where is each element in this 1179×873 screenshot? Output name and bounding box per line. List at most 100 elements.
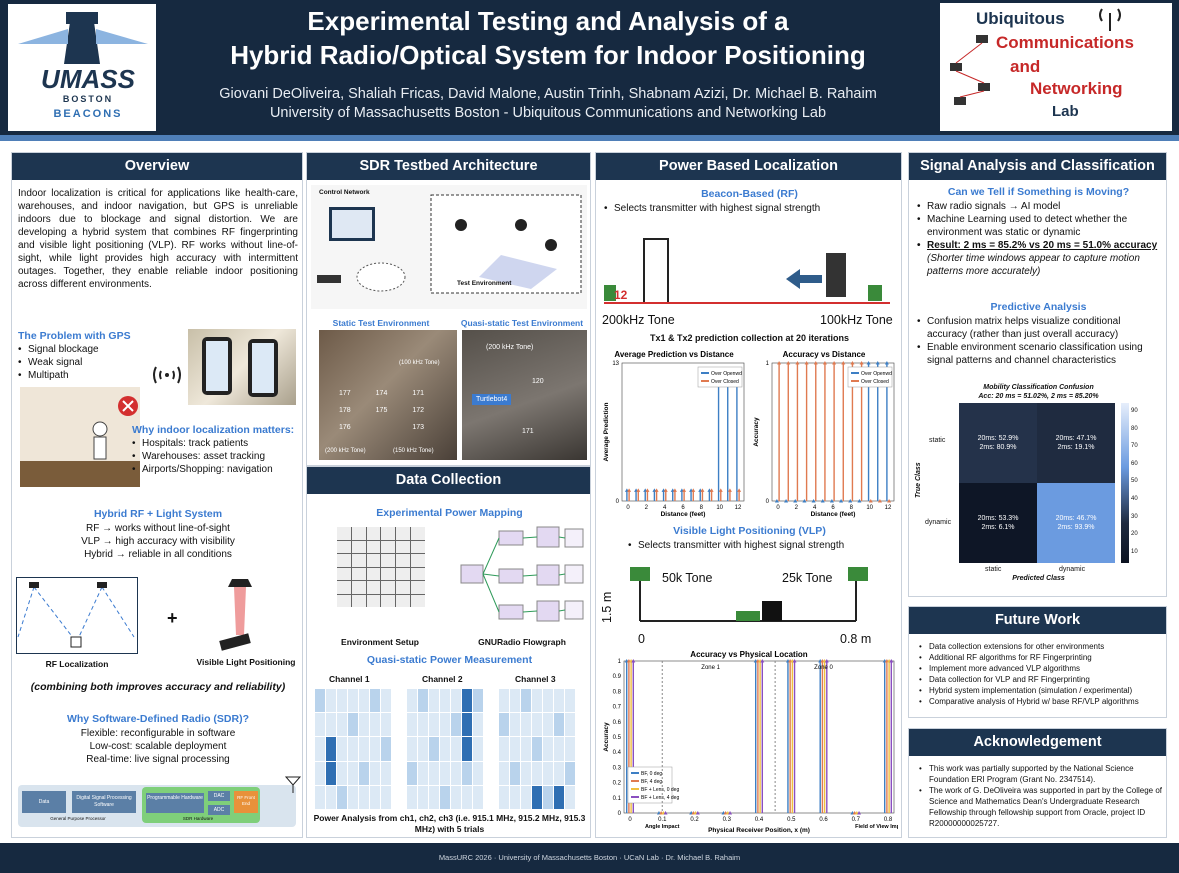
heatmap-cell xyxy=(348,737,358,761)
chart-title: Accuracy vs Physical Location xyxy=(690,650,808,659)
heatmap-cell xyxy=(370,713,380,737)
ucan-lab-logo: Ubiquitous Communications and Networking… xyxy=(940,3,1172,131)
heatmap-cell xyxy=(440,761,450,785)
heatmap-cell xyxy=(554,713,564,737)
x-tick-label: 0.7 xyxy=(852,817,861,823)
legend-label: BF, 4 deg xyxy=(641,779,662,785)
heatmap-cell xyxy=(473,713,483,737)
bar-marker xyxy=(824,659,829,663)
heatmap-cell xyxy=(462,689,472,713)
heatmap-cell xyxy=(429,737,439,761)
confusion-col-dynamic: dynamic xyxy=(1059,566,1086,573)
heatmap-cell xyxy=(510,737,520,761)
x-tick-label: 0.1 xyxy=(658,817,667,823)
heatmap-cell xyxy=(451,761,461,785)
channel-1-heatmap xyxy=(315,689,391,809)
tx-collection-title: Tx1 & Tx2 prediction collection at 20 it… xyxy=(649,333,850,343)
y-tick-label: 0.4 xyxy=(613,750,622,756)
gps-problem-title: The Problem with GPS xyxy=(18,330,131,342)
bar-marker xyxy=(636,488,641,492)
y-tick-label: 0.6 xyxy=(613,720,622,726)
bar-marker xyxy=(737,488,742,492)
signal-analysis-panel: Signal Analysis and Classification Can w… xyxy=(908,152,1167,597)
heatmap-cell xyxy=(381,785,391,809)
heatmap-cell xyxy=(532,761,542,785)
heatmap-cell xyxy=(565,785,575,809)
confusion-row-dynamic: dynamic xyxy=(925,519,952,526)
poster-footer: MassURC 2026 · University of Massachuset… xyxy=(0,843,1179,873)
tone-100khz-label: 100kHz Tone xyxy=(820,313,893,327)
heatmap-cell xyxy=(429,785,439,809)
vlp-height-label: 1.5 m xyxy=(600,591,614,623)
confusion-cell-static-static: 20ms: 52.9%2ms: 80.9% xyxy=(959,403,1037,483)
sdr-why-title: Why Software-Defined Radio (SDR)? xyxy=(66,713,249,725)
bar-marker xyxy=(802,499,807,503)
heatmap-cell xyxy=(326,737,336,761)
confusion-col-static: static xyxy=(985,566,1002,573)
network-nodes-icon xyxy=(950,35,990,105)
heatmap-cell xyxy=(407,689,417,713)
heatmap-cell xyxy=(337,737,347,761)
data-collection-panel: Data Collection Experimental Power Mappi… xyxy=(306,466,591,838)
signal-analysis-heading: Signal Analysis and Classification xyxy=(909,153,1166,180)
confusion-ylabel: True Class xyxy=(915,462,922,498)
zone-label: Zone 0 xyxy=(814,665,833,671)
heatmap-cell xyxy=(499,737,509,761)
power-localization-heading: Power Based Localization xyxy=(596,153,901,180)
y-tick-label: 0.8 xyxy=(613,689,622,695)
sdr-testbed-panel: SDR Testbed Architecture Control Network… xyxy=(306,152,591,466)
x-tick-label: 0.8 xyxy=(884,817,893,823)
x-tick-label: 0.4 xyxy=(755,817,764,823)
x-tick-label: 8 xyxy=(850,505,854,511)
heatmap-cell xyxy=(418,737,428,761)
turtlebot-label: Turtlebot4 xyxy=(472,394,512,405)
heatmap-cell xyxy=(337,713,347,737)
heatmap-cell xyxy=(473,737,483,761)
antenna-icon xyxy=(1099,8,1121,31)
why-matters-list: Hospitals: track patientsWarehouses: ass… xyxy=(130,437,273,476)
confusion-xlabel: Predicted Class xyxy=(1012,575,1065,582)
combine-note: (combining both improves accuracy and re… xyxy=(30,681,286,693)
x-tick-label: 12 xyxy=(885,505,892,511)
x-tick-label: 0 xyxy=(626,505,630,511)
heatmap-cell xyxy=(543,737,553,761)
bar-marker xyxy=(877,499,882,503)
x-axis-label: Distance (feet) xyxy=(661,511,706,518)
quasi-env-caption: Quasi-static Test Environment xyxy=(460,318,584,328)
heatmap-cell xyxy=(348,761,358,785)
heatmap-cell xyxy=(521,761,531,785)
bar-marker xyxy=(627,488,632,492)
legend-label: Over Openwd xyxy=(711,371,742,377)
test-environment-label: Test Environment xyxy=(457,280,512,287)
x-axis-label: Distance (feet) xyxy=(811,511,856,518)
heatmap-cell xyxy=(510,785,520,809)
power-mapping-grid xyxy=(337,527,425,607)
heatmap-cell xyxy=(418,761,428,785)
bar-marker xyxy=(811,499,816,503)
x-tick-label: 0.6 xyxy=(819,817,828,823)
heatmap-cell xyxy=(521,737,531,761)
bar-marker xyxy=(792,659,797,663)
y-axis-label: Accuracy xyxy=(603,722,610,752)
legend-label: Over Closed xyxy=(711,379,739,385)
overview-intro: Indoor localization is critical for appl… xyxy=(18,188,298,290)
heatmap-cell xyxy=(326,713,336,737)
heatmap-cell xyxy=(407,737,417,761)
bar-marker xyxy=(839,499,844,503)
header-accent-bar xyxy=(0,135,1179,141)
x-tick-label: 6 xyxy=(681,505,685,511)
heatmap-cell xyxy=(462,761,472,785)
y-tick-label: 13 xyxy=(612,361,619,367)
heatmap-cell xyxy=(440,785,450,809)
heatmap-cell xyxy=(451,785,461,809)
bar-marker xyxy=(777,361,782,365)
beacon-based-title: Beacon-Based (RF) xyxy=(701,188,798,200)
overview-heading: Overview xyxy=(12,153,302,180)
bar-marker xyxy=(850,361,855,365)
hybrid-title: Hybrid RF + Light System xyxy=(93,508,223,520)
vlp-origin-label: 0 xyxy=(638,632,645,646)
heatmap-cell xyxy=(440,689,450,713)
